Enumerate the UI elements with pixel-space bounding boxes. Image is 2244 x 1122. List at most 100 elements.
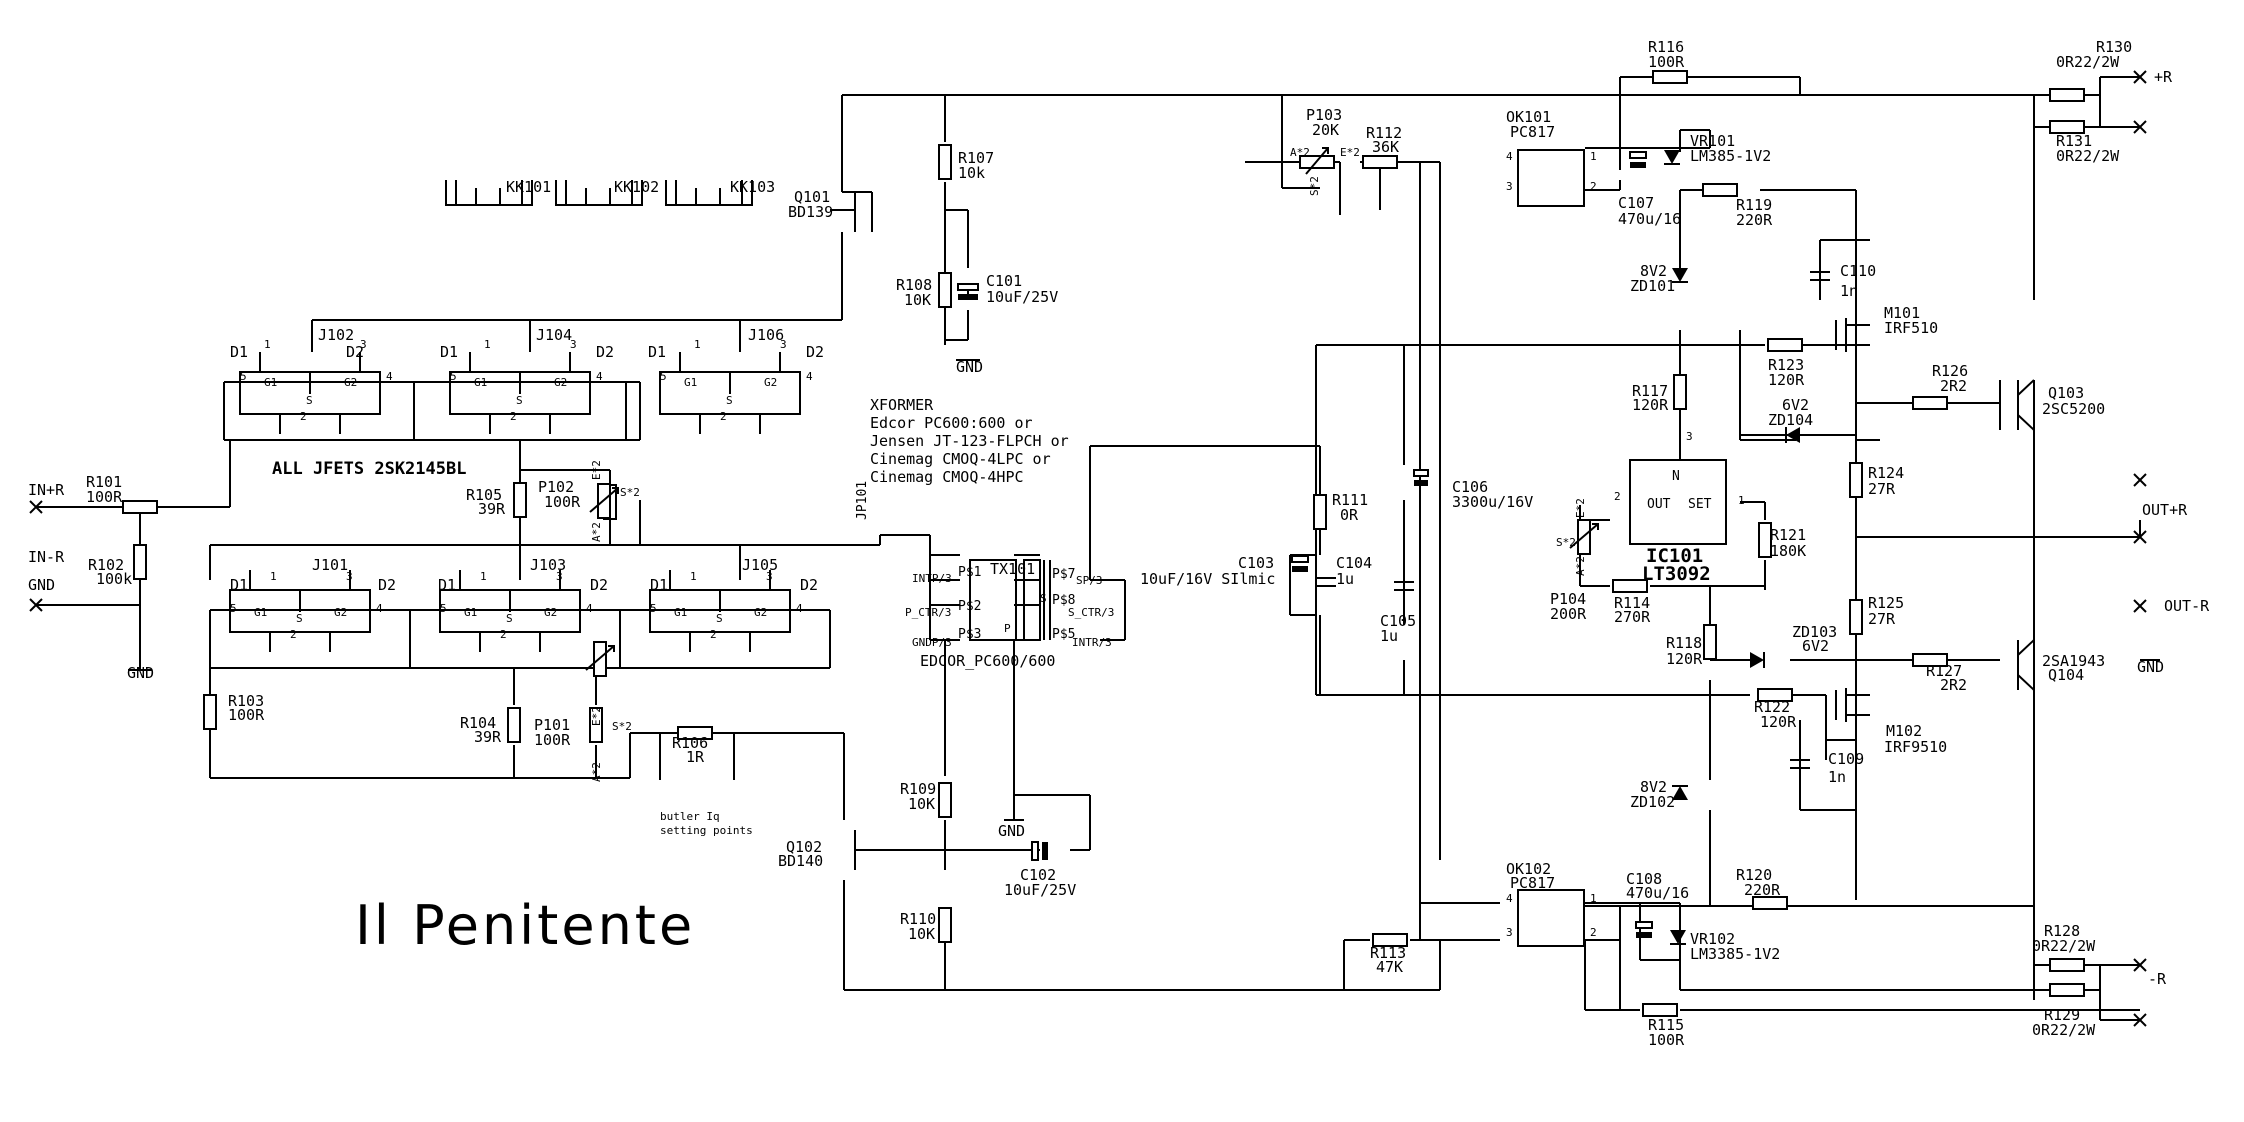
xfmr-pin-intr: INTP/3: [912, 572, 952, 585]
r126-value: 2R2: [1940, 377, 1967, 395]
port-p-r: +R: [2154, 68, 2173, 86]
jfet-note: ALL JFETS 2SK2145BL: [272, 459, 466, 479]
r109-name: R109: [900, 780, 936, 798]
jfet-pin-s: S: [726, 394, 733, 407]
heatsink-kk103: KK103: [730, 178, 775, 196]
p104-name: P104: [1550, 590, 1586, 608]
xformer-note-line-1: XFORMER: [870, 396, 934, 414]
xformer-note-line-4: Cinemag CMOQ-4LPC or: [870, 450, 1051, 468]
jfet-name-j103: J103: [530, 556, 566, 574]
jfet-pin-4: 4: [376, 602, 383, 615]
opto-pin-3: 3: [1506, 926, 1513, 939]
r114-value: 270R: [1614, 608, 1651, 626]
jfet-name-j106: J106: [748, 326, 784, 344]
pot-pin-e: E*2: [1340, 146, 1360, 159]
pot-pin-s: S*2: [620, 486, 640, 499]
r101-value: 100R: [86, 488, 123, 506]
port-in-n: IN-R: [28, 548, 65, 566]
r110-value: 10K: [908, 925, 935, 943]
xfmr-pin-p8: P$8: [1052, 593, 1075, 608]
pot-pin-s: S*2: [1556, 536, 1576, 549]
terminals: [29, 70, 2147, 1027]
jfet-pin-4: 4: [386, 370, 393, 383]
jfet-pin-g2: G2: [554, 376, 567, 389]
ic101-value: LT3092: [1642, 563, 1711, 585]
c104-name: C104: [1336, 554, 1372, 572]
ic-pin-3: 3: [1686, 430, 1693, 443]
jfet-pin-1: 1: [690, 570, 697, 583]
zd102-name: ZD102: [1630, 793, 1675, 811]
jfet-pin-d1: D1: [440, 343, 458, 361]
jfet-pin-3: 3: [780, 338, 787, 351]
ok102-value: PC817: [1510, 874, 1555, 892]
r116-name: R116: [1648, 38, 1684, 56]
c102-name: C102: [1020, 866, 1056, 884]
r115-value: 100R: [1648, 1031, 1685, 1049]
r112-name: R112: [1366, 124, 1402, 142]
c110-value: 1n: [1840, 282, 1858, 300]
zd103-value: 6V2: [1802, 637, 1829, 655]
opto-pin-2: 2: [1590, 926, 1597, 939]
jfet-pin-s: S: [716, 612, 723, 625]
xfmr-pin-p: P: [1004, 622, 1011, 635]
jfet-pin-5: 5: [650, 602, 657, 615]
m102-value: IRF9510: [1884, 738, 1947, 756]
r122-name: R122: [1754, 698, 1790, 716]
bias-note-line-2: setting points: [660, 824, 753, 837]
c105-value: 1u: [1380, 627, 1398, 645]
jfet-pin-2: 2: [500, 628, 507, 641]
p103-value: 20K: [1312, 121, 1339, 139]
zd104-value: 6V2: [1782, 396, 1809, 414]
xfmr-pin-in-ctr: P_CTR/3: [905, 606, 951, 619]
jfet-j106: [659, 351, 801, 435]
c108-name: C108: [1626, 870, 1662, 888]
r109-value: 10K: [908, 795, 935, 813]
r125-name: R125: [1868, 594, 1904, 612]
r108-name: R108: [896, 276, 932, 294]
grounds: [128, 359, 2160, 821]
r119-name: R119: [1736, 196, 1772, 214]
c101-value: 10uF/25V: [986, 288, 1058, 306]
r115-name: R115: [1648, 1016, 1684, 1034]
r129-name: R129: [2044, 1006, 2080, 1024]
bias-note-line-1: butler Iq: [660, 810, 720, 823]
heatsink-kk102: KK102: [614, 178, 659, 196]
pot-pin-a: A*2: [1290, 146, 1310, 159]
ic-pin-2: 2: [1614, 490, 1621, 503]
r101-name: R101: [86, 473, 122, 491]
c104-value: 1u: [1336, 570, 1354, 588]
port-out-p: OUT+R: [2142, 501, 2188, 519]
xfmr-pin-s: S: [1040, 592, 1047, 605]
c108-value: 470u/16: [1626, 884, 1689, 902]
jfet-name-j104: J104: [536, 326, 572, 344]
jfet-pin-g2: G2: [754, 606, 767, 619]
jfet-pin-d2: D2: [590, 576, 608, 594]
jfet-pin-g2: G2: [344, 376, 357, 389]
r126-name: R126: [1932, 362, 1968, 380]
capacitors: [957, 151, 1830, 938]
jfet-pin-s: S: [306, 394, 313, 407]
port-in-r: IN+R: [28, 481, 65, 499]
c103-name: C103: [1238, 554, 1274, 572]
m101-value: IRF510: [1884, 319, 1938, 337]
r104-name: R104: [460, 714, 496, 732]
p103-name: P103: [1306, 106, 1342, 124]
jfet-pin-3: 3: [766, 570, 773, 583]
c102-value: 10uF/25V: [1004, 881, 1076, 899]
jfet-pin-2: 2: [720, 410, 727, 423]
tx101-value: EDCOR_PC600/600: [920, 652, 1055, 670]
port-out-n: OUT-R: [2164, 597, 2210, 615]
r105-name: R105: [466, 486, 502, 504]
jp101-name: JP101: [855, 481, 870, 520]
jfet-pin-3: 3: [570, 338, 577, 351]
r125-value: 27R: [1868, 610, 1896, 628]
jfet-pin-2: 2: [510, 410, 517, 423]
jfet-pin-5: 5: [660, 370, 667, 383]
q103-value: 2SC5200: [2042, 400, 2105, 418]
port-n-r: -R: [2148, 970, 2167, 988]
xfmr-pin-p5: P$5: [1052, 627, 1075, 642]
jfet-pin-1: 1: [264, 338, 271, 351]
xfmr-pin-p7: P$7: [1052, 567, 1075, 582]
ok102-name: OK102: [1506, 860, 1551, 878]
c106-name: C106: [1452, 478, 1488, 496]
